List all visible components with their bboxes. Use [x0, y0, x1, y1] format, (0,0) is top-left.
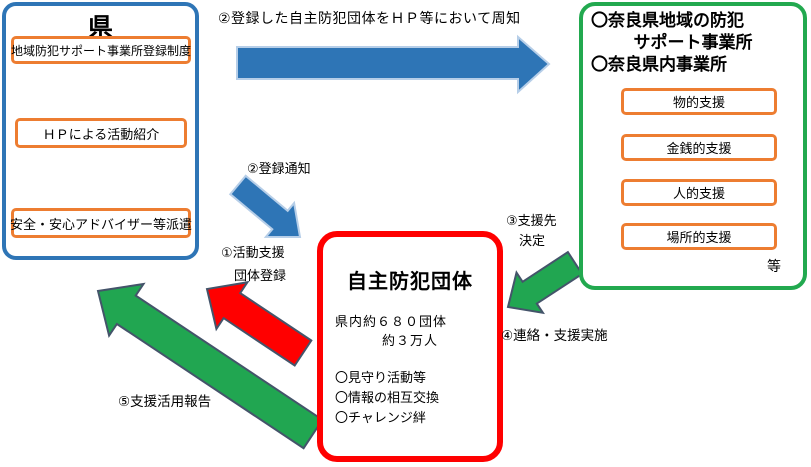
- usage-report-arrow: [96, 282, 324, 450]
- contact-support-label: ④連絡・支援実施: [501, 328, 608, 343]
- prefecture-box: 県 地域防犯サポート事業所登録制度 ＨＰによる活動紹介 安全・安心アドバイザー等…: [2, 2, 199, 260]
- group-title: 自主防犯団体: [347, 271, 473, 293]
- registration-notice-arrow: [228, 174, 302, 239]
- support-decision-label-line1: ③支援先: [506, 213, 557, 228]
- support-item-material: 物的支援: [621, 88, 777, 115]
- support-offices-title: 〇奈良県地域の防犯 サポート事業所 〇奈良県内事業所: [583, 10, 803, 76]
- publicize-arrow-label: ②登録した自主防犯団体をＨＰ等において周知: [218, 10, 521, 26]
- support-item-location: 場所的支援: [621, 223, 777, 250]
- activity-support-label-line1: ①活動支援: [221, 245, 285, 260]
- prefecture-item-hp-introduction: ＨＰによる活動紹介: [15, 118, 187, 148]
- registration-notice-label: ②登録通知: [247, 161, 311, 176]
- support-offices-title-line3: 〇奈良県内事業所: [591, 55, 727, 74]
- prefecture-item-registration-system: 地域防犯サポート事業所登録制度: [11, 36, 191, 64]
- usage-report-label: ⑤支援活用報告: [118, 394, 212, 409]
- group-activity-challenge: 〇チャレンジ絆: [335, 410, 426, 425]
- group-stat-line2: 約３万人: [381, 333, 438, 348]
- support-item-monetary: 金銭的支援: [621, 134, 777, 161]
- prefecture-item-advisor-dispatch: 安全・安心アドバイザー等派遣: [10, 208, 192, 238]
- support-offices-title-line1: 〇奈良県地域の防犯: [591, 11, 744, 30]
- crime-prevention-group-box: 自主防犯団体 県内約６８０団体 約３万人 〇見守り活動等 〇情報の相互交換 〇チ…: [317, 231, 503, 462]
- group-stat-line1: 県内約６８０団体: [335, 314, 448, 329]
- support-offices-box: 〇奈良県地域の防犯 サポート事業所 〇奈良県内事業所 物的支援 金銭的支援 人的…: [579, 2, 807, 290]
- publicize-arrow: [236, 34, 551, 95]
- support-item-personnel: 人的支援: [621, 179, 777, 206]
- group-activity-watch: 〇見守り活動等: [335, 370, 427, 385]
- activity-support-label-line2: 団体登録: [234, 268, 287, 283]
- support-etc-label: 等: [767, 258, 781, 274]
- group-activity-info-exchange: 〇情報の相互交換: [335, 390, 440, 405]
- support-decision-arrow: [506, 250, 584, 315]
- support-offices-title-line2: サポート事業所: [633, 33, 753, 52]
- support-decision-label-line2: 決定: [519, 233, 546, 248]
- activity-support-arrow: [205, 280, 313, 367]
